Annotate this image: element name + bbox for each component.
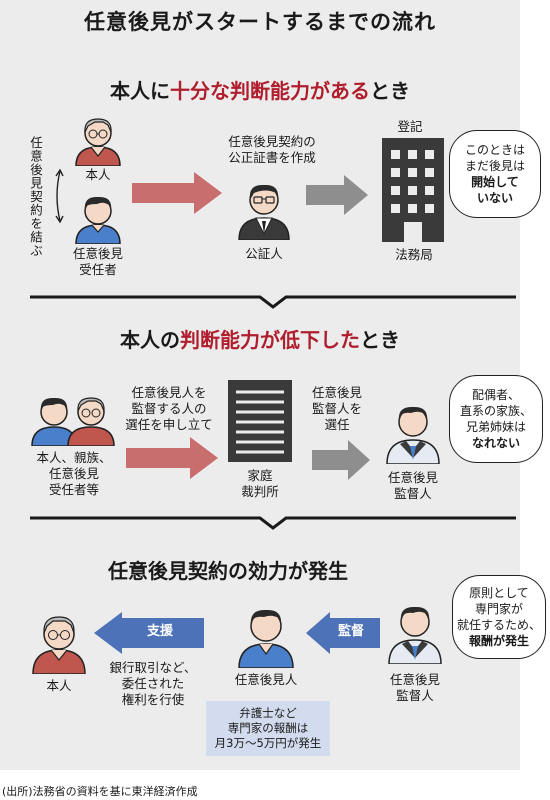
gray-arrow-2 — [312, 440, 370, 480]
notary-label: 公証人 — [245, 246, 283, 261]
principal-elderly-icon — [32, 616, 86, 674]
supervisor-icon — [386, 406, 440, 464]
supervise-label: 監督 — [337, 624, 364, 639]
trustee-label: 任意後見受任者 — [72, 246, 123, 277]
petition-step: 任意後見人を監督する人の選任を申し立て — [125, 385, 213, 432]
legal-bureau-label: 法務局 — [395, 247, 433, 262]
contract-vertical-label: 任意後見契約を結ぶ — [28, 136, 43, 258]
notary-icon — [238, 184, 290, 240]
section2-note-bubble: 配偶者、 直系の家族、 兄弟姉妹は なれない — [449, 375, 543, 463]
divider-1 — [30, 295, 516, 309]
applicants-label: 本人、親族、任意後見受任者等 — [36, 450, 112, 497]
section1-heading: 本人に十分な判断能力があるとき — [110, 79, 410, 103]
legal-bureau-building-icon — [382, 138, 444, 242]
section2-heading: 本人の判断能力が低下したとき — [120, 328, 400, 352]
supervisor-label: 任意後見監督人 — [387, 470, 438, 501]
source-note: (出所)法務省の資料を基に東洋経済作成 — [2, 785, 198, 798]
family-court-label: 家庭裁判所 — [241, 468, 279, 499]
supervisor-label-3: 任意後見監督人 — [389, 672, 440, 703]
fee-note-box: 弁護士など 専門家の報酬は 月3万～5万円が発生 — [206, 701, 330, 756]
supervise-arrow — [306, 612, 380, 654]
young-person-icon — [75, 196, 121, 244]
red-arrow-1 — [132, 172, 222, 214]
section3-note-bubble: 原則として 専門家が 就任するため、 報酬が発生 — [452, 575, 546, 659]
section1-note-bubble: このときは まだ後見は 開始して いない — [449, 130, 541, 218]
double-arrow-icon — [55, 168, 64, 224]
divider-2 — [30, 516, 516, 530]
guardian-label: 任意後見人 — [234, 672, 298, 687]
notarial-deed-step: 任意後見契約の公正証書を作成 — [228, 134, 316, 165]
section3-heading: 任意後見契約の効力が発生 — [108, 559, 348, 583]
gray-arrow-1 — [306, 175, 368, 215]
elderly-person-icon — [75, 118, 121, 166]
principal-label: 本人 — [85, 167, 111, 182]
principal-label-3: 本人 — [46, 678, 72, 693]
support-description: 銀行取引など、委任された権利を行使 — [109, 660, 197, 707]
applicants-icon — [31, 397, 115, 446]
support-label: 支援 — [146, 624, 173, 639]
guardian-icon — [238, 609, 294, 668]
supervisor-icon-3 — [388, 606, 442, 664]
registration-label: 登記 — [397, 119, 423, 134]
appoint-step: 任意後見監督人を選任 — [311, 385, 362, 432]
page-title: 任意後見がスタートするまでの流れ — [84, 9, 436, 34]
family-court-building-icon — [228, 380, 292, 462]
support-arrow — [94, 612, 204, 654]
red-arrow-2 — [126, 437, 218, 479]
